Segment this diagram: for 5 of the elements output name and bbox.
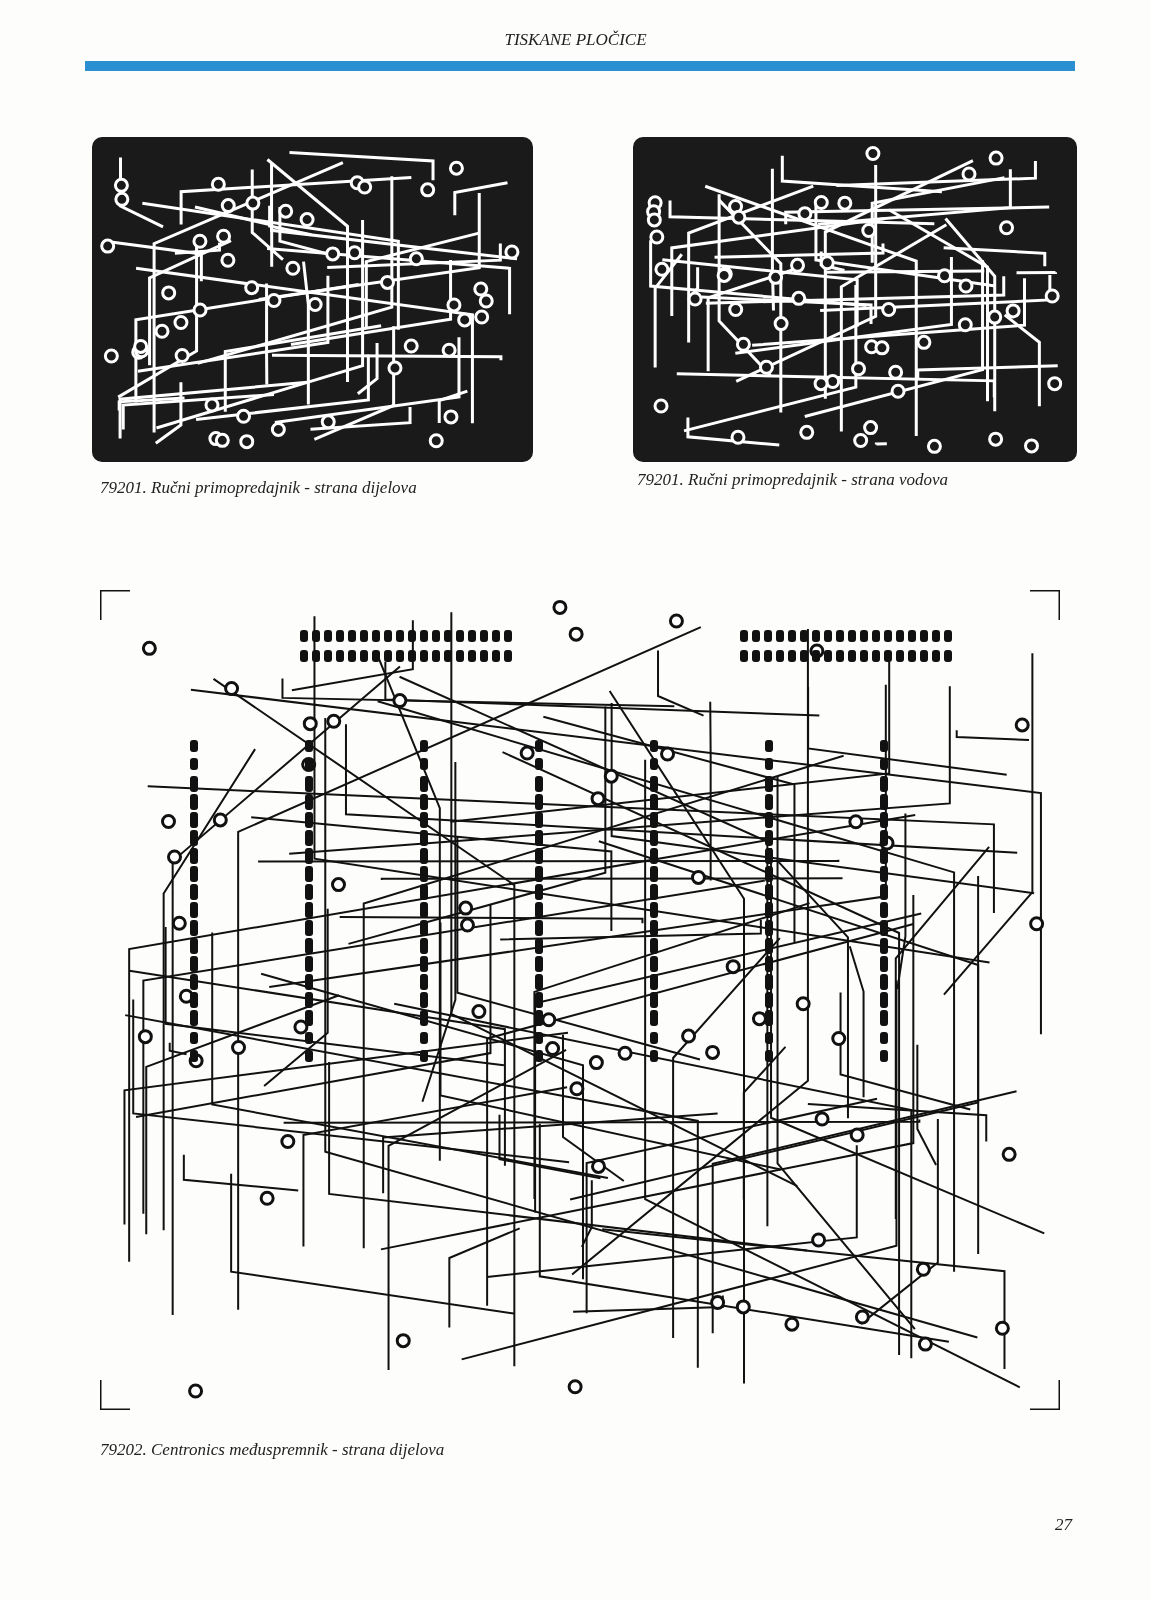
page-header: TISKANE PLOČICE: [503, 30, 648, 50]
figure-caption: 79202. Centronics međuspremnik - strana dijelova: [100, 1440, 445, 1460]
page-number: 27: [1055, 1515, 1072, 1535]
figure-caption: 79201. Ručni primopredajnik - strana dijelova: [100, 478, 417, 498]
figure-caption: 79201. Ručni primopredajnik - strana vodova: [637, 470, 948, 490]
